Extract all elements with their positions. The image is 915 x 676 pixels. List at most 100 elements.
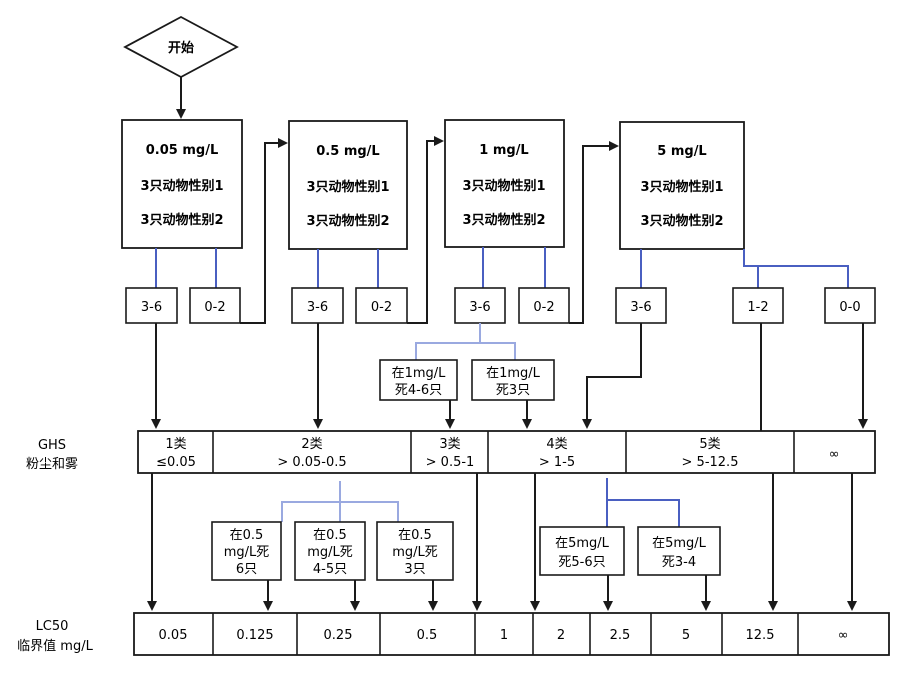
outcome-label: 3-6 [469, 300, 490, 315]
ghs-category-2: 2类 > 0.05-0.5 [277, 437, 346, 470]
svg-text:死5-6只: 死5-6只 [558, 555, 605, 570]
outcome-label: 3-6 [307, 300, 328, 315]
ghs-category-4: 4类 > 1-5 [539, 437, 575, 470]
substep-5mg-3-4: 在5mg/L 死3-4 [637, 526, 721, 576]
lc50-value: 1 [500, 628, 508, 643]
svg-text:在1mg/L: 在1mg/L [486, 366, 541, 381]
substep-0.5mg-4-5: 在0.5 mg/L死 4-5只 [294, 521, 366, 581]
dose-animals-1: 3只动物性别1 [306, 179, 389, 195]
dose-animals-2: 3只动物性别2 [640, 213, 723, 229]
svg-text:在5mg/L: 在5mg/L [652, 536, 707, 551]
lc50-value: 12.5 [746, 628, 775, 643]
outcome-box: 0-0 [824, 287, 876, 324]
svg-text:> 0.05-0.5: > 0.05-0.5 [277, 455, 346, 470]
svg-text:mg/L死: mg/L死 [392, 545, 438, 560]
svg-text:mg/L死: mg/L死 [224, 545, 270, 560]
next-dose-connectors [240, 136, 619, 324]
svg-text:> 5-12.5: > 5-12.5 [682, 455, 739, 470]
svg-text:4-5只: 4-5只 [313, 562, 347, 577]
lc50-value: 0.25 [324, 628, 353, 643]
dose-animals-2: 3只动物性别2 [306, 213, 389, 229]
lc50-value: 0.125 [236, 628, 273, 643]
outcome-label: 0-2 [533, 300, 554, 315]
split-low-left [281, 481, 399, 522]
dose-label: 1 mg/L [479, 143, 528, 158]
svg-text:3只: 3只 [404, 562, 425, 577]
lc50-value: 0.5 [417, 628, 438, 643]
dose-box-5: 5 mg/L 3只动物性别1 3只动物性别2 [619, 121, 745, 250]
lc50-value: 0.05 [159, 628, 188, 643]
outcome-label: 0-2 [371, 300, 392, 315]
dose-animals-1: 3只动物性别1 [640, 179, 723, 195]
substep-0.5mg-6: 在0.5 mg/L死 6只 [211, 521, 282, 581]
svg-text:在1mg/L: 在1mg/L [392, 366, 447, 381]
lc50-row: 0.05 0.125 0.25 0.5 1 2 2.5 5 12.5 ∞ [133, 612, 890, 656]
dose-animals-2: 3只动物性别2 [140, 212, 223, 228]
substep-5mg-5-6: 在5mg/L 死5-6只 [539, 526, 625, 576]
outcome-label: 3-6 [630, 300, 651, 315]
substep-1mg-3: 在1mg/L 死3只 [471, 359, 555, 401]
outcome-box: 0-2 [518, 287, 570, 324]
outcome-box: 3-6 [615, 287, 667, 324]
lc50-label-1: LC50 [36, 619, 69, 634]
outcome-box: 3-6 [291, 287, 344, 324]
svg-text:3类: 3类 [439, 437, 460, 452]
svg-text:死3-4: 死3-4 [662, 555, 696, 570]
lc50-value: 2 [557, 628, 565, 643]
start-node: 开始 [123, 15, 239, 79]
ghs-category-5: 5类 > 5-12.5 [682, 437, 739, 470]
start-label: 开始 [168, 40, 194, 56]
svg-text:1类: 1类 [165, 437, 186, 452]
dose-box-0.05: 0.05 mg/L 3只动物性别1 3只动物性别2 [121, 119, 243, 249]
ghs-label-1: GHS [38, 438, 66, 453]
svg-text:死4-6只: 死4-6只 [395, 383, 442, 398]
ghs-category-1: 1类 ≤0.05 [156, 437, 196, 470]
ghs-category-unclassified: ∞ [829, 447, 840, 462]
outcome-label: 0-0 [839, 300, 860, 315]
arrows-to-lc50 [147, 473, 857, 611]
dose-label: 0.5 mg/L [316, 144, 379, 159]
outcome-box: 3-6 [125, 287, 178, 324]
svg-text:在0.5: 在0.5 [230, 528, 264, 543]
substep-0.5mg-3: 在0.5 mg/L死 3只 [376, 521, 454, 581]
dose-box-1: 1 mg/L 3只动物性别1 3只动物性别2 [444, 119, 565, 248]
svg-text:死3只: 死3只 [496, 383, 530, 398]
svg-text:> 0.5-1: > 0.5-1 [426, 455, 475, 470]
dose-box-0.5: 0.5 mg/L 3只动物性别1 3只动物性别2 [288, 120, 408, 250]
svg-text:在0.5: 在0.5 [398, 528, 432, 543]
svg-text:4类: 4类 [546, 437, 567, 452]
lc50-label-2: 临界值 mg/L [17, 638, 93, 654]
dose-animals-2: 3只动物性别2 [462, 212, 545, 228]
outcome-box: 0-2 [355, 287, 408, 324]
svg-text:> 1-5: > 1-5 [539, 455, 575, 470]
split-mid [415, 323, 516, 360]
dose-animals-1: 3只动物性别1 [140, 178, 223, 194]
lc50-value: ∞ [838, 628, 849, 643]
ghs-row: 1类 ≤0.05 2类 > 0.05-0.5 3类 > 0.5-1 4类 > 1… [137, 430, 876, 474]
outcome-label: 3-6 [141, 300, 162, 315]
svg-text:6只: 6只 [236, 562, 257, 577]
svg-text:∞: ∞ [829, 447, 840, 462]
lc50-value: 5 [682, 628, 690, 643]
outcome-box: 3-6 [454, 287, 506, 324]
ghs-label-2: 粉尘和雾 [26, 457, 78, 472]
svg-text:在0.5: 在0.5 [313, 528, 347, 543]
outcome-label: 1-2 [747, 300, 768, 315]
svg-text:mg/L死: mg/L死 [307, 545, 353, 560]
outcome-box: 0-2 [189, 287, 241, 324]
lc50-value: 2.5 [610, 628, 631, 643]
dose-animals-1: 3只动物性别1 [462, 178, 545, 194]
blue-connectors-top [155, 247, 849, 288]
ghs-category-3: 3类 > 0.5-1 [426, 437, 475, 470]
svg-text:5类: 5类 [699, 437, 720, 452]
outcome-label: 0-2 [204, 300, 225, 315]
arrows-to-ghs [151, 323, 868, 441]
substep-1mg-4-6: 在1mg/L 死4-6只 [379, 359, 458, 401]
split-low-right [606, 478, 680, 527]
dose-label: 0.05 mg/L [146, 143, 218, 158]
outcome-boxes: 3-6 0-2 3-6 0-2 3-6 0-2 3-6 1-2 0-0 [125, 287, 876, 324]
svg-text:≤0.05: ≤0.05 [156, 455, 196, 470]
svg-text:在5mg/L: 在5mg/L [555, 536, 610, 551]
svg-text:2类: 2类 [301, 437, 322, 452]
